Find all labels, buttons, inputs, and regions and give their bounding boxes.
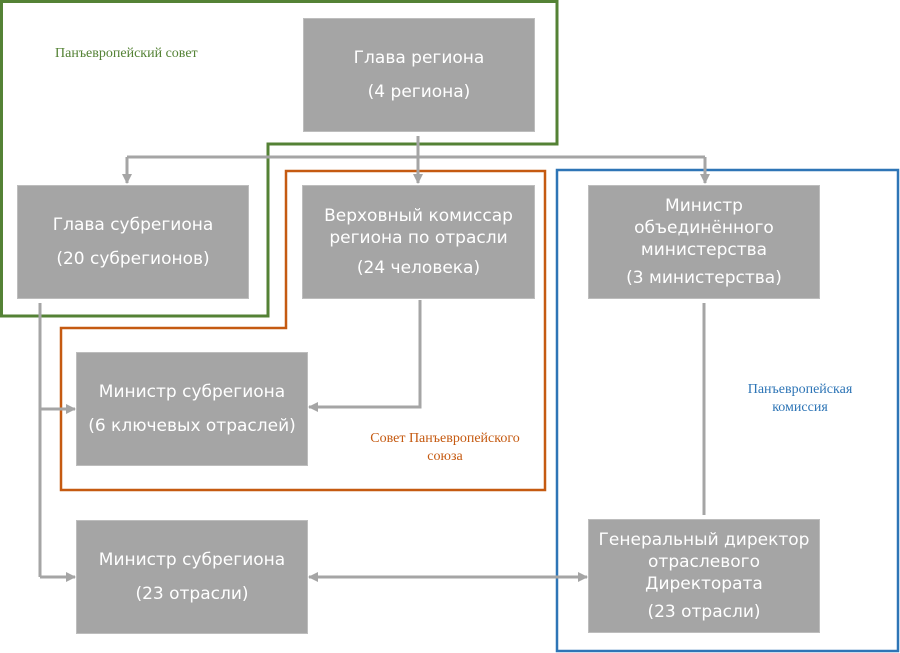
node-director-general-title-line2: отраслевого (648, 552, 760, 572)
node-united-minister[interactable]: Министр объединённого министерства (3 ми… (588, 185, 820, 299)
node-subregion-minister-key-sub: (6 ключевых отраслей) (88, 416, 296, 436)
pan-european-union-council-frame (59, 169, 547, 492)
node-high-commissioner[interactable]: Верховный комиссар региона по отрасли (2… (302, 185, 535, 299)
node-united-minister-title-line1: Министр (665, 196, 743, 216)
node-subregion-minister-23-sub: (23 отрасли) (135, 584, 249, 604)
node-high-commissioner-title-line2: региона по отрасли (329, 228, 508, 248)
node-region-head-sub: (4 региона) (367, 82, 471, 102)
node-region-head[interactable]: Глава региона (4 региона) (303, 18, 535, 132)
pan-european-commission-label: Панъевропейская комиссия (730, 381, 870, 417)
node-united-minister-sub: (3 министерства) (626, 268, 782, 288)
node-subregion-head[interactable]: Глава субрегиона (20 субрегионов) (17, 185, 249, 299)
node-director-general-sub: (23 отрасли) (647, 602, 761, 622)
node-director-general-title-line3: Директората (645, 574, 763, 594)
node-subregion-minister-23-title: Министр субрегиона (98, 550, 286, 570)
node-subregion-minister-key-title: Министр субрегиона (98, 382, 286, 402)
pan-european-commission-label-line2: комиссия (772, 400, 828, 415)
node-high-commissioner-title-line1: Верховный комиссар (324, 206, 513, 226)
pan-european-council-frame (0, 0, 559, 318)
pan-european-union-council-label-line2: союза (427, 449, 463, 464)
connector-commissioner-to-minister-key (308, 300, 422, 412)
node-high-commissioner-sub: (24 человека) (356, 258, 481, 278)
node-director-general[interactable]: Генеральный директор отраслевого Директо… (588, 519, 820, 633)
node-united-minister-title-line3: министерства (640, 240, 768, 260)
pan-european-union-council-label: Совет Панъевропейского союза (345, 430, 545, 466)
node-subregion-head-title: Глава субрегиона (52, 215, 214, 235)
node-united-minister-title-line2: объединённого (634, 218, 774, 238)
pan-european-commission-frame (555, 168, 900, 653)
node-subregion-head-sub: (20 субрегионов) (56, 249, 210, 269)
node-director-general-title-line1: Генеральный директор (598, 530, 810, 550)
node-subregion-minister-23[interactable]: Министр субрегиона (23 отрасли) (76, 520, 308, 634)
pan-european-council-label: Панъевропейский совет (55, 46, 198, 61)
node-subregion-minister-key[interactable]: Министр субрегиона (6 ключевых отраслей) (76, 352, 308, 466)
pan-european-union-council-label-line1: Совет Панъевропейского (370, 431, 520, 446)
pan-european-commission-label-line1: Панъевропейская (747, 382, 853, 397)
node-region-head-title: Глава региона (353, 48, 485, 68)
